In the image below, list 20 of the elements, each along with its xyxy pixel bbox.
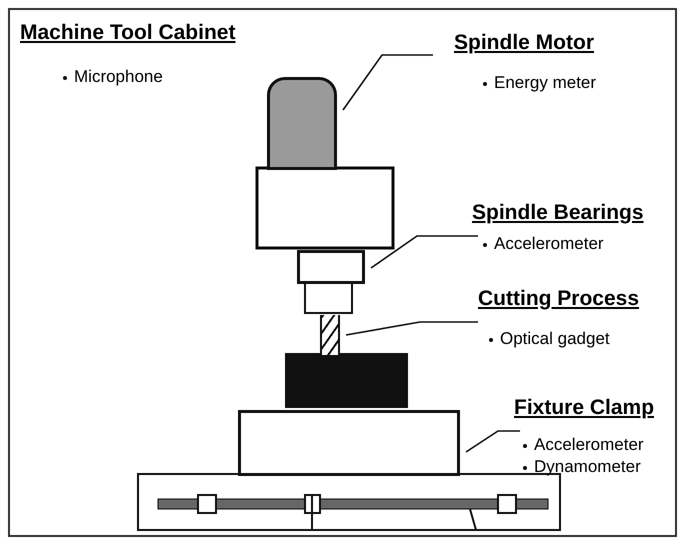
leader-line [342,54,433,110]
spindle-bearing [297,250,365,284]
section-heading: Cutting Process [478,288,640,309]
section-heading: Spindle Motor [454,32,594,53]
spindle-motor [267,77,337,170]
section-heading: Machine Tool Cabinet [20,22,236,43]
leader-line [346,321,478,336]
section-heading: Fixture Clamp [514,397,654,418]
bullet-item: Dynamometer [534,458,641,475]
leader-line [466,430,520,453]
section-heading: Spindle Bearings [472,202,644,223]
bullet-item: Microphone [74,68,163,85]
cabinet-frame [8,8,677,537]
bullet-item: Accelerometer [534,436,644,453]
fixture-clamp [238,410,460,476]
bullet-item: Optical gadget [500,330,610,347]
bullet-item: Energy meter [494,74,596,91]
bullet-item: Accelerometer [494,235,604,252]
leader-line [370,235,478,269]
cutting-tool [320,315,340,355]
